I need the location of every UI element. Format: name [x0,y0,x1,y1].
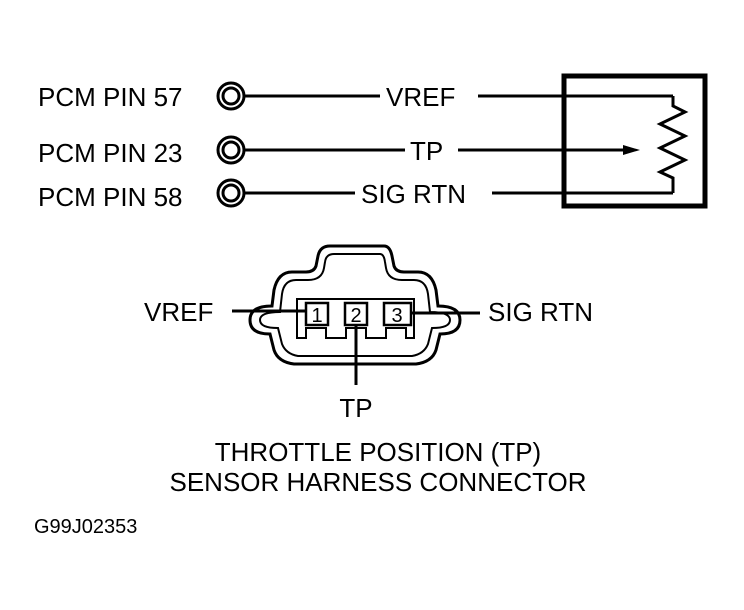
caption-line-1: THROTTLE POSITION (TP) [215,437,541,467]
pin-1-number: 1 [311,305,322,327]
connector-label-sig-rtn: SIG RTN [488,297,593,327]
connector-pin-3: 3 [382,301,413,327]
terminal-57-icon [216,81,246,111]
pcm-pin-23-label: PCM PIN 23 [38,138,183,168]
pcm-pin-57-label: PCM PIN 57 [38,82,183,112]
pin-3-number: 3 [391,305,402,327]
terminal-58-icon [216,178,246,208]
resistor-icon [656,96,689,193]
tp-sensor-box [561,73,708,209]
wire-label-sig-rtn: SIG RTN [361,179,466,209]
figure-id: G99J02353 [34,516,137,538]
connector-label-tp: TP [339,393,372,423]
terminal-23-icon [216,135,246,165]
connector-pin-2: 2 [343,301,369,327]
pcm-pin-58-label: PCM PIN 58 [38,182,183,212]
harness-connector [248,244,462,366]
wire-label-tp: TP [410,136,443,166]
connector-label-vref: VREF [144,297,213,327]
wire-label-vref: VREF [386,82,455,112]
pin-2-number: 2 [350,305,361,327]
connector-pin-1: 1 [304,301,330,327]
caption-line-2: SENSOR HARNESS CONNECTOR [169,467,586,497]
wiper-arrow-icon [623,145,640,155]
